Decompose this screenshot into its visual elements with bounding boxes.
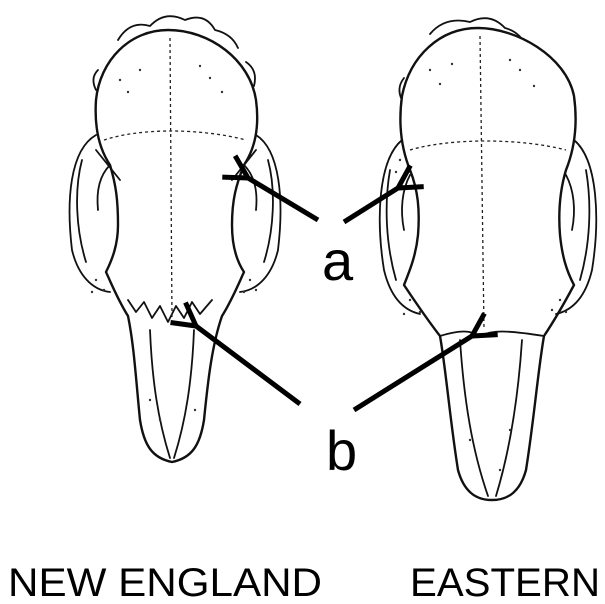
caption-eastern: EASTERN [410, 561, 600, 604]
eastern-cranium [400, 28, 575, 500]
caption-new-england: NEW ENGLAND [8, 561, 322, 604]
arrow-a-left [248, 178, 318, 220]
eastern-skull [380, 18, 596, 500]
label-b-arrows [196, 326, 472, 410]
label-a-arrows [248, 178, 398, 222]
label-a: a [322, 229, 354, 292]
new-england-cranium [96, 30, 258, 462]
arrow-a-right [344, 188, 398, 222]
label-b: b [326, 419, 357, 482]
new-england-skull [70, 16, 281, 462]
